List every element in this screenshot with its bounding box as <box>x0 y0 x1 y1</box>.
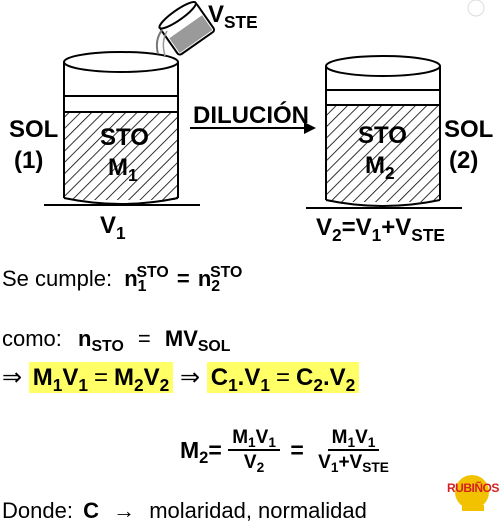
watermark-logo <box>467 0 485 17</box>
m2-formula: M2= M1V1 V2 = M1V1 V1+VSTE <box>180 427 393 476</box>
highlight-cv-equation: C1.V1=C2.V2 <box>206 362 360 393</box>
sol-1-number: (1) <box>14 147 44 174</box>
beaker-2-solution <box>326 105 440 202</box>
cumple-equation: Se cumple: n1STO = n2STO <box>2 264 243 296</box>
dilution-label: DILUCIÓN <box>193 102 309 129</box>
pour-stream <box>155 29 163 55</box>
m1-label: M1 <box>108 154 138 185</box>
como-equation: como: nSTO = MVSOL <box>2 326 231 356</box>
sto-2-label: STO <box>358 122 407 149</box>
beaker-2 <box>306 55 462 209</box>
v-ste-label: VSTE <box>208 1 258 32</box>
como-label: como: <box>2 326 62 351</box>
beaker-1 <box>44 51 200 206</box>
sol-2-label: SOL <box>444 116 494 143</box>
definition-text: molaridad, normalidad <box>149 498 367 523</box>
dilution-relations: ⇒ M1V1=M2V2 ⇒ C1.V1=C2.V2 <box>2 362 360 393</box>
donde-definition: Donde: C → molaridad, normalidad <box>2 500 367 522</box>
fraction-m1v1-over-v2: M1V1 V2 <box>228 428 280 475</box>
c-symbol: C <box>83 498 99 523</box>
implies-symbol-1: ⇒ <box>2 364 23 391</box>
donde-label: Donde: <box>2 498 73 523</box>
rubinos-logo <box>455 475 489 511</box>
v2-equation: V2=V1+VSTE <box>316 214 445 245</box>
sto-1-label: STO <box>100 124 149 151</box>
pouring-glass-icon <box>158 0 216 56</box>
highlight-mv-equation: M1V1=M2V2 <box>28 362 174 393</box>
implies-symbol-2: ⇒ <box>179 364 201 391</box>
arrow-icon: → <box>113 498 136 523</box>
v1-label: V1 <box>100 212 126 243</box>
fraction-m1v1-over-v1-plus-vste: M1V1 V1+VSTE <box>318 427 389 476</box>
sol-1-label: SOL <box>9 116 59 143</box>
beaker-1-solution <box>64 112 178 200</box>
rubinos-logo-text: RUBIÑOS <box>447 481 499 495</box>
sol-2-number: (2) <box>449 147 479 174</box>
m2-label: M2 <box>365 152 395 183</box>
dilution-arrow <box>190 122 316 134</box>
cumple-label: Se cumple: <box>2 266 113 291</box>
